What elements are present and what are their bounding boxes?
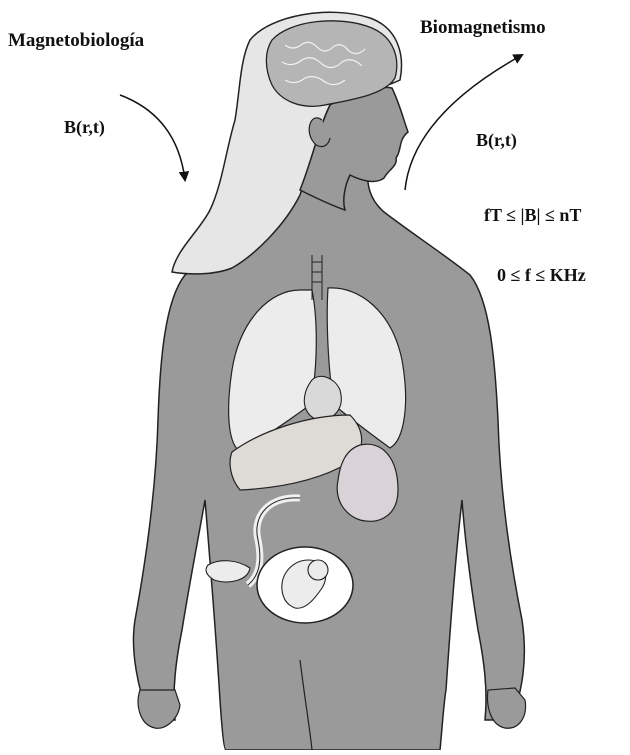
frequency-range-label: 0 ≤ f ≤ KHz (497, 265, 586, 286)
right-hand (488, 688, 526, 728)
curved-arrow-up-right-icon (405, 55, 522, 190)
field-label-left: B(r,t) (64, 117, 105, 138)
heart (304, 376, 341, 420)
field-label-right: B(r,t) (476, 130, 517, 151)
stomach (337, 444, 398, 521)
field-range-label: fT ≤ |B| ≤ nT (484, 205, 581, 226)
title-biomagnetismo: Biomagnetismo (420, 17, 546, 39)
title-magnetobiologia: Magnetobiología (8, 30, 144, 52)
fetus-head (308, 560, 328, 580)
curved-arrow-down-right-icon (120, 95, 185, 180)
left-hand (138, 690, 180, 728)
